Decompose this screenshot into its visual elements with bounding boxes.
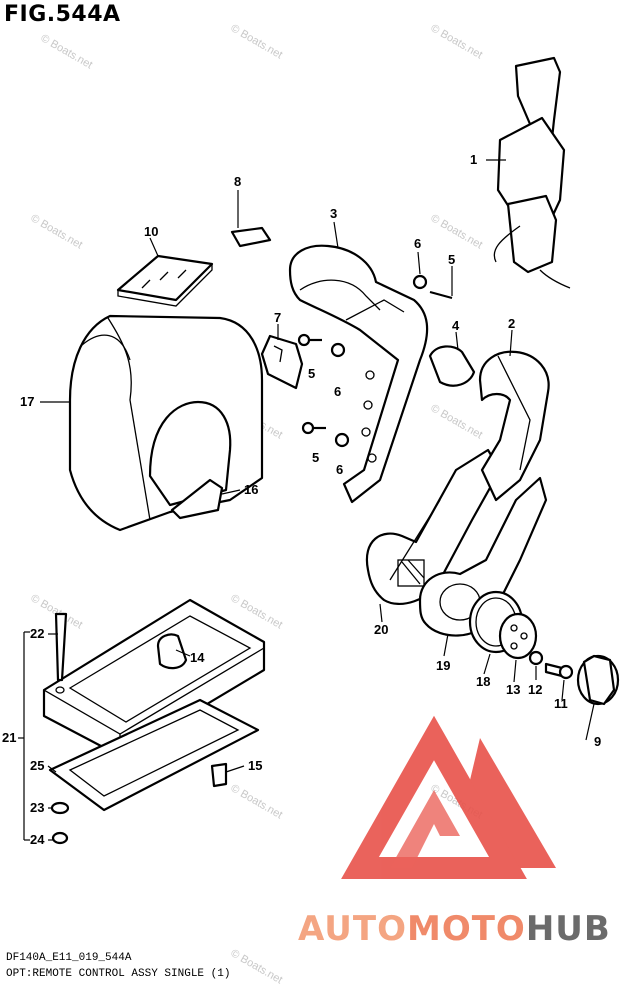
part-12-washer <box>528 650 544 666</box>
watermark-text: © Boats.net <box>429 402 485 441</box>
watermark-text: © Boats.net <box>29 212 85 251</box>
automotohub-logo <box>341 715 556 879</box>
brand-auto: AUTO <box>298 909 407 949</box>
figure-title: FIG.544A <box>4 2 121 27</box>
callout-20: 20 <box>374 622 388 637</box>
callout-23: 23 <box>30 800 44 815</box>
callout-24: 24 <box>30 832 45 847</box>
part-23-washer <box>50 801 70 815</box>
watermark-text: © Boats.net <box>39 32 95 71</box>
callout-18: 18 <box>476 674 490 689</box>
callout-25: 25 <box>30 758 44 773</box>
callout-13: 13 <box>506 682 520 697</box>
part-4-knob <box>428 345 476 387</box>
logo-triangle-shape <box>341 715 527 879</box>
callout-6: 6 <box>336 462 343 477</box>
part-21-base <box>42 598 266 758</box>
part-8-label <box>230 226 272 248</box>
part-22-bolt <box>54 612 68 682</box>
callout-10: 10 <box>144 224 158 239</box>
logo-triangle-accent <box>470 738 556 868</box>
part-20-arm <box>365 448 502 605</box>
brand-moto: MOTO <box>407 909 526 949</box>
callout-1: 1 <box>470 152 477 167</box>
callout-5: 5 <box>308 366 315 381</box>
part-25-gasket <box>48 698 260 812</box>
callout-5: 5 <box>448 252 455 267</box>
callout-labels: 1 2 3 4 5 6 5 6 5 6 7 8 9 10 11 12 13 14… <box>2 152 601 847</box>
part-24-nut <box>51 831 69 845</box>
svg-text:AUTOMOTOHUB: AUTOMOTOHUB <box>298 909 611 949</box>
watermark-text: © Boats.net <box>229 22 285 61</box>
callout-21: 21 <box>2 730 16 745</box>
callout-6: 6 <box>334 384 341 399</box>
callout-22: 22 <box>30 626 44 641</box>
callout-19: 19 <box>436 658 450 673</box>
part-2-lever <box>478 350 550 502</box>
part-3-lever <box>288 244 429 504</box>
callout-15: 15 <box>248 758 262 773</box>
figure-caption: OPT:REMOTE CONTROL ASSY SINGLE (1) <box>6 968 231 980</box>
part-16-clip <box>170 478 224 520</box>
callout-11: 11 <box>554 696 568 711</box>
automotohub-wordmark: AUTOMOTOHUB <box>298 909 611 949</box>
callout-2: 2 <box>508 316 515 331</box>
part-15-clip <box>210 762 228 788</box>
callout-12: 12 <box>528 682 542 697</box>
callout-8: 8 <box>234 174 241 189</box>
callout-7: 7 <box>274 310 281 325</box>
figure-code: DF140A_E11_019_544A <box>6 952 132 964</box>
watermark-text: © Boats.net <box>429 212 485 251</box>
screw-and-washer-set <box>297 274 453 448</box>
part-9-cap <box>576 654 620 706</box>
brand-hub: HUB <box>526 909 611 949</box>
part-10-plate <box>116 254 214 307</box>
callout-16: 16 <box>244 482 258 497</box>
callout-9: 9 <box>594 734 601 749</box>
part-11-screw <box>544 662 574 680</box>
part-1-control-head <box>493 56 571 289</box>
watermark-text: © Boats.net <box>429 22 485 61</box>
watermark-text: © Boats.net <box>229 947 285 986</box>
callout-14: 14 <box>190 650 205 665</box>
callout-5: 5 <box>312 450 319 465</box>
part-13-disc <box>498 612 538 660</box>
callout-17: 17 <box>20 394 34 409</box>
callout-6: 6 <box>414 236 421 251</box>
part-14-block <box>156 633 188 670</box>
callout-3: 3 <box>330 206 337 221</box>
callout-leader-lines <box>18 159 595 841</box>
part-17-cover <box>68 314 264 532</box>
callout-4: 4 <box>452 318 460 333</box>
watermark-text: © Boats.net <box>229 782 285 821</box>
part-7-bracket <box>260 334 304 390</box>
